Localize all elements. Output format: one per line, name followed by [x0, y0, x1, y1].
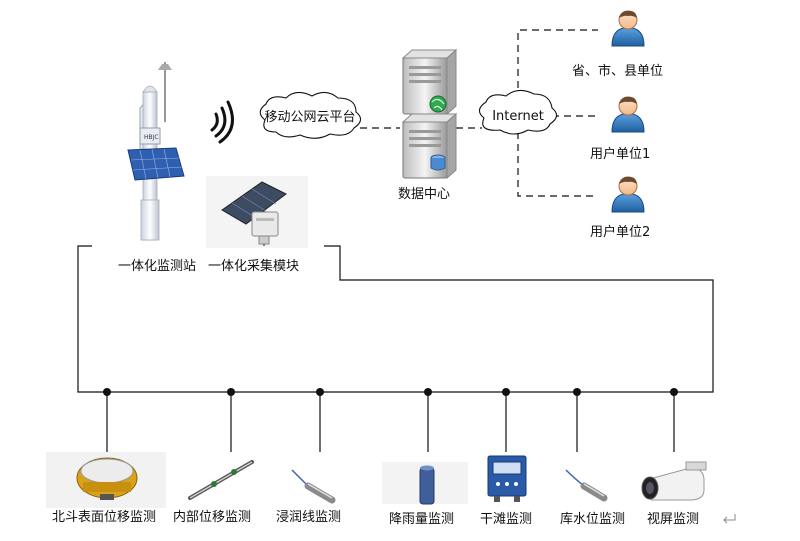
junction-dot — [227, 388, 235, 396]
gnss-receiver-icon — [46, 452, 166, 508]
user-label: 用户单位2 — [590, 225, 651, 240]
cloud-platform-label: 移动公网云平台 — [264, 110, 355, 125]
user-icon — [611, 176, 645, 213]
cloud-platform-icon — [259, 91, 362, 139]
junction-dot — [424, 388, 432, 396]
dry-beach-meter-icon — [487, 455, 527, 502]
monitoring-station-icon: HBJC — [127, 62, 185, 241]
inclinometer-icon — [188, 460, 254, 500]
sensor-label: 库水位监测 — [560, 512, 626, 527]
piezometer-icon — [291, 469, 336, 504]
camera-icon — [641, 461, 707, 501]
bus-lines — [77, 245, 714, 452]
datacenter-label: 数据中心 — [398, 187, 451, 202]
wireless-signal-icon — [210, 100, 234, 144]
station-label: 一体化监测站 — [118, 259, 197, 274]
user-icon — [611, 96, 645, 133]
junction-dot — [502, 388, 510, 396]
bus-junctions — [103, 388, 678, 396]
svg-text:HBJC: HBJC — [144, 134, 159, 141]
water-level-sensor-icon — [565, 469, 608, 502]
data-center-icon — [401, 48, 458, 180]
internet-label: Internet — [492, 109, 544, 124]
sensor-label: 干滩监测 — [480, 512, 533, 527]
user-label: 省、市、县单位 — [572, 64, 664, 79]
junction-dot — [573, 388, 581, 396]
sensor-label: 浸润线监测 — [276, 510, 342, 525]
server-icon — [401, 48, 458, 116]
network-links — [360, 29, 598, 197]
sensor-label: 降雨量监测 — [389, 512, 455, 527]
sensor-label: 视屏监测 — [647, 512, 700, 527]
internet-cloud-icon — [478, 89, 558, 135]
rain-gauge-icon — [382, 462, 468, 505]
junction-dot — [316, 388, 324, 396]
sensor-label: 内部位移监测 — [173, 510, 252, 525]
junction-dot — [670, 388, 678, 396]
sensor-label: 北斗表面位移监测 — [52, 510, 157, 525]
paragraph-return-icon — [723, 514, 736, 524]
user-label: 用户单位1 — [590, 147, 651, 162]
user-icon — [611, 10, 645, 47]
module-label: 一体化采集模块 — [208, 259, 300, 274]
junction-dot — [103, 388, 111, 396]
acquisition-module-icon — [206, 176, 308, 248]
server-icon — [401, 112, 458, 180]
